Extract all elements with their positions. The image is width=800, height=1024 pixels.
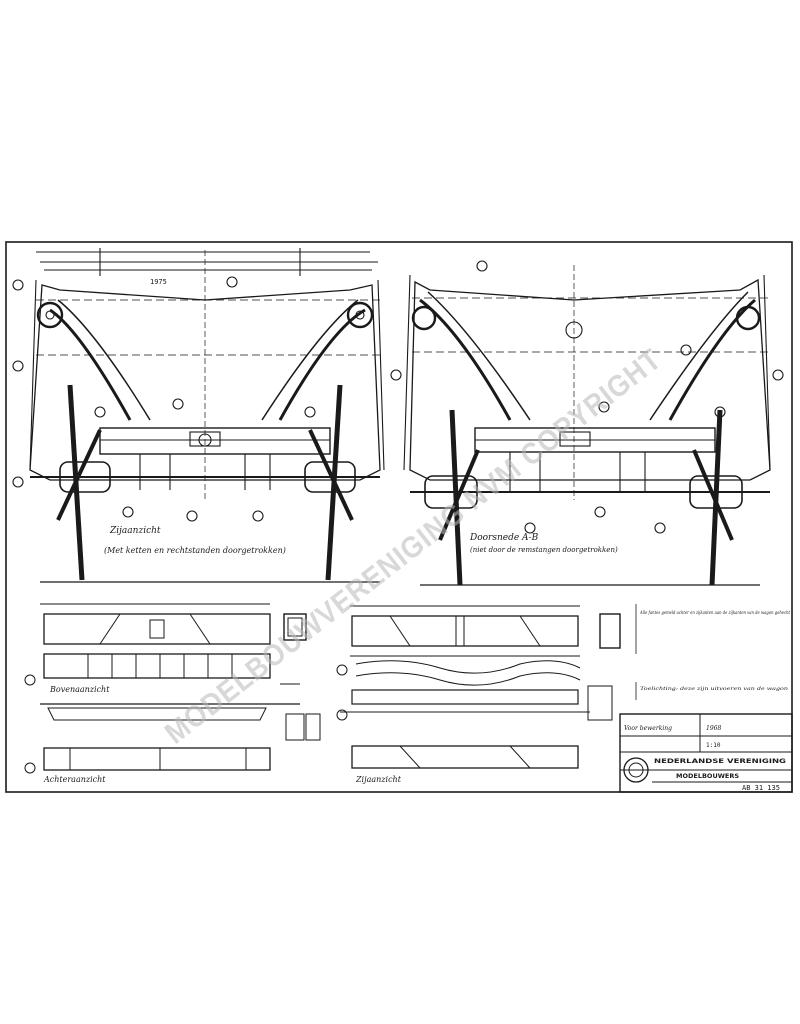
left-parts-detail [24,603,321,774]
left-cart-view [12,248,385,583]
title-owner-field: Voor bewerking [624,725,672,732]
parts-left-bottom-label: Achteraanzicht [43,775,106,784]
right-cart-view [390,260,784,586]
association-line2: MODELBOUWERS [676,772,739,780]
parts-right-bottom-label: Zijaanzicht [355,775,402,784]
parts-left-top-label: Bovenaanzicht [49,685,110,694]
view-left-label: Zijaanzicht [109,526,161,536]
sheet-border [5,241,793,793]
association-line1: NEDERLANDSE VERENIGING [654,757,786,765]
title-scale-field: 1:10 [706,742,721,749]
view-right-label: Doorsnede A-B [469,533,539,543]
note-top-right: Alle fantes gemeld achter en zijkanten a… [639,610,790,616]
title-block [619,713,793,793]
view-right-note: (niet door de remstangen doorgetrokken) [470,546,618,554]
right-parts-detail [336,605,621,769]
view-left-note: (Met ketten en rechtstanden doorgetrokke… [104,546,286,555]
note-mid-right: Toelichting: deze zijn uitvoeren van de … [640,686,788,692]
drawing-number: AB 31 135 [742,784,780,792]
title-date-field: 1968 [706,725,721,732]
dim-top-label: 1975 [150,278,167,286]
